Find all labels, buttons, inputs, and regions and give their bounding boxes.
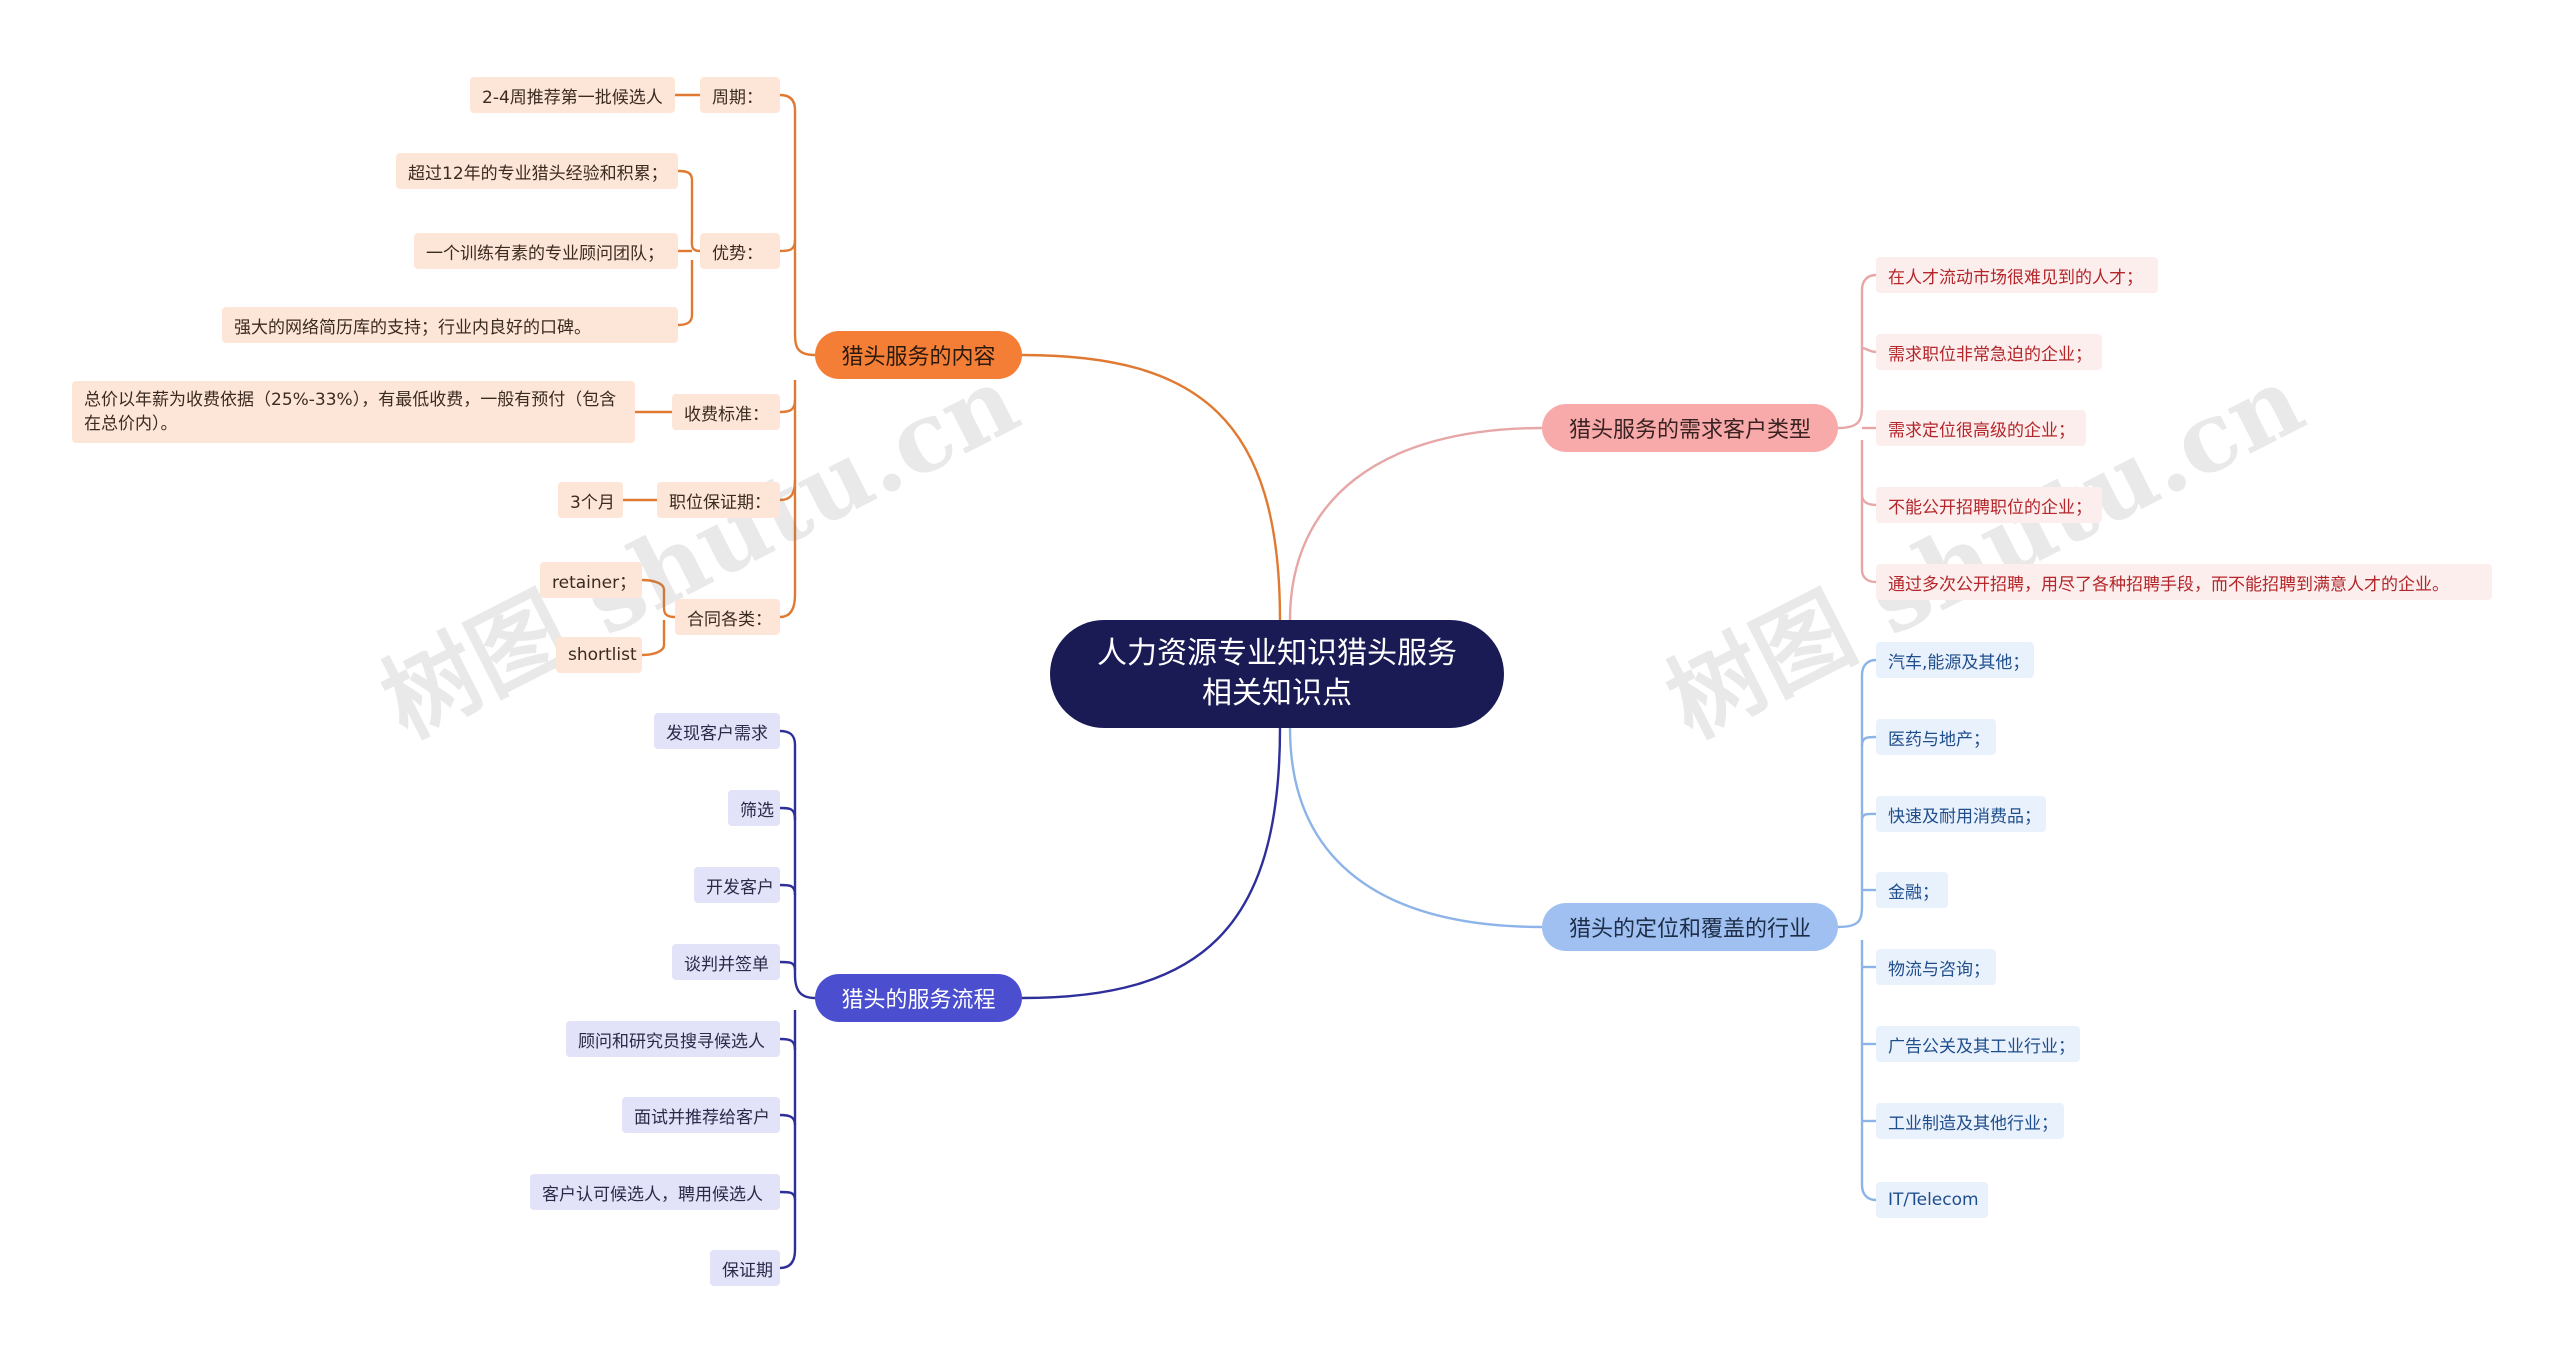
client-type-3[interactable]: 需求定位很高级的企业； [1876, 410, 2086, 446]
industry-4[interactable]: 金融； [1876, 872, 1948, 908]
process-step-4[interactable]: 谈判并签单 [672, 944, 780, 980]
link-center-content [1021, 353, 1282, 621]
group-fee[interactable]: 收费标准： [672, 394, 780, 430]
branch-process[interactable]: 猎头的服务流程 [815, 974, 1022, 1022]
process-step-6[interactable]: 面试并推荐给客户 [622, 1097, 780, 1133]
client-type-5[interactable]: 通过多次公开招聘，用尽了各种招聘手段，而不能招聘到满意人才的企业。 [1876, 564, 2492, 600]
industry-6[interactable]: 广告公关及其工业行业； [1876, 1026, 2080, 1062]
process-step-2[interactable]: 筛选 [728, 790, 780, 826]
industry-1[interactable]: 汽车,能源及其他； [1876, 642, 2034, 678]
branch-industries[interactable]: 猎头的定位和覆盖的行业 [1542, 903, 1838, 951]
industry-5[interactable]: 物流与咨询； [1876, 949, 1996, 985]
branch-content[interactable]: 猎头服务的内容 [815, 331, 1022, 379]
item-contract-2[interactable]: shortlist [556, 637, 642, 673]
industry-7[interactable]: 工业制造及其他行业； [1876, 1103, 2064, 1139]
item-fee-1[interactable]: 总价以年薪为收费依据（25%-33%），有最低收费，一般有预付（包含在总价内）。 [72, 381, 635, 443]
process-step-7[interactable]: 客户认可候选人，聘用候选人 [530, 1174, 780, 1210]
item-advantage-2[interactable]: 一个训练有素的专业顾问团队； [414, 233, 678, 269]
group-contract[interactable]: 合同各类： [675, 599, 780, 635]
group-period[interactable]: 周期： [700, 77, 780, 113]
group-advantage[interactable]: 优势： [700, 233, 780, 269]
client-type-1[interactable]: 在人才流动市场很难见到的人才； [1876, 257, 2158, 293]
branch-clients[interactable]: 猎头服务的需求客户类型 [1542, 404, 1838, 452]
process-step-1[interactable]: 发现客户需求 [654, 713, 780, 749]
item-advantage-1[interactable]: 超过12年的专业猎头经验和积累； [396, 153, 678, 189]
item-contract-1[interactable]: retainer； [540, 562, 642, 598]
link-center-clients [1288, 426, 1543, 621]
process-step-8[interactable]: 保证期 [710, 1250, 780, 1286]
industry-2[interactable]: 医药与地产； [1876, 719, 1996, 755]
link-center-industries [1288, 727, 1543, 929]
client-type-4[interactable]: 不能公开招聘职位的企业； [1876, 487, 2102, 523]
client-type-2[interactable]: 需求职位非常急迫的企业； [1876, 334, 2102, 370]
item-period-1[interactable]: 2-4周推荐第一批候选人 [470, 77, 675, 113]
item-guarantee-1[interactable]: 3个月 [558, 482, 623, 518]
link-center-process [1021, 727, 1282, 1000]
central-topic[interactable]: 人力资源专业知识猎头服务相关知识点 [1050, 620, 1504, 728]
industry-3[interactable]: 快速及耐用消费品； [1876, 796, 2046, 832]
item-advantage-3[interactable]: 强大的网络简历库的支持；行业内良好的口碑。 [222, 307, 678, 343]
process-step-5[interactable]: 顾问和研究员搜寻候选人 [566, 1021, 780, 1057]
process-step-3[interactable]: 开发客户 [694, 867, 780, 903]
industry-8[interactable]: IT/Telecom [1876, 1182, 1988, 1218]
group-guarantee[interactable]: 职位保证期： [657, 482, 780, 518]
